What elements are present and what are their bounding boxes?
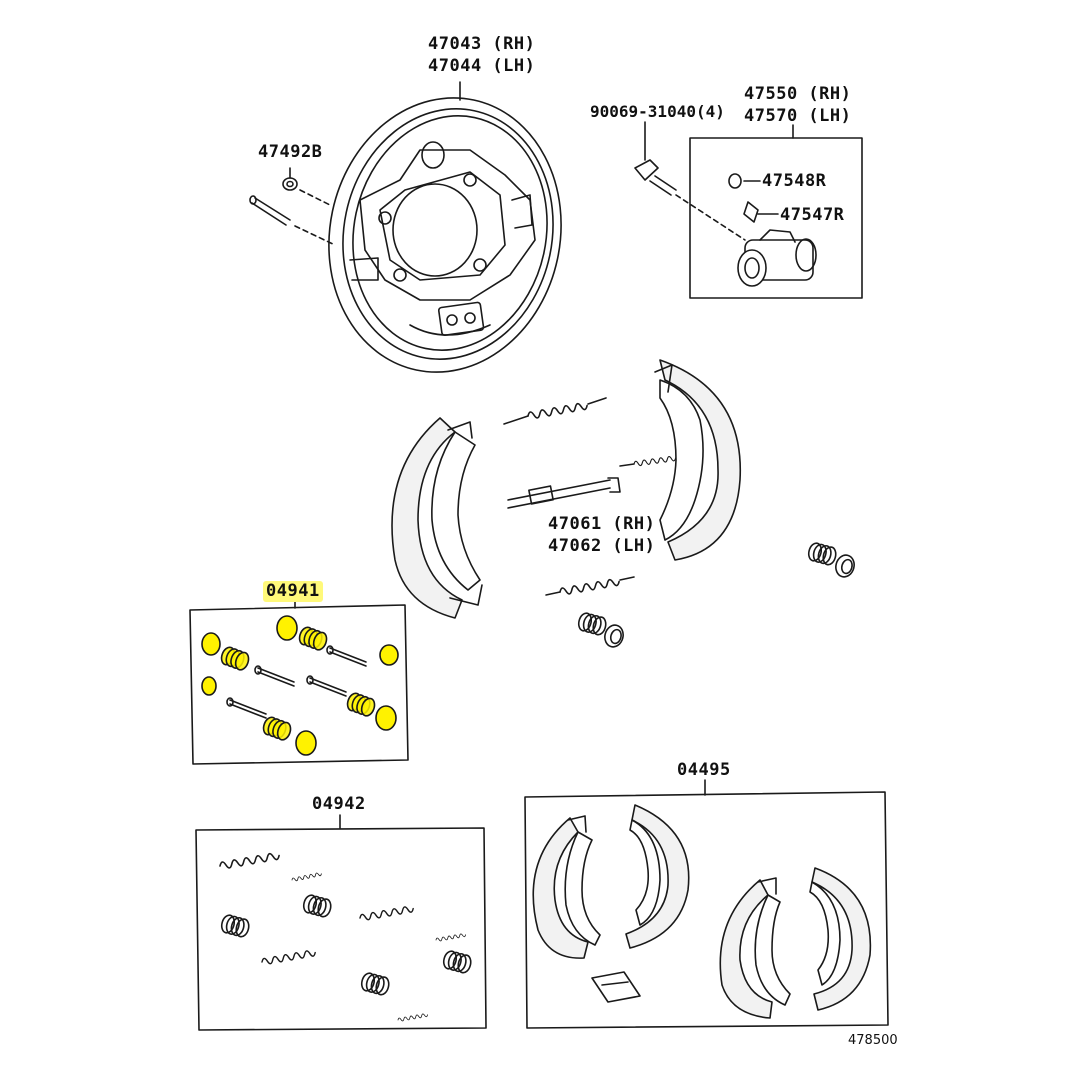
adjuster-rh-label: 47061 (RH) [548,514,656,534]
upper-return-spring [503,397,607,425]
shoe-kit-label: 04495 [677,760,731,780]
hardware-kit-box [189,599,409,765]
lower-return-spring [545,576,635,597]
backing-plate-rh-label: 47043 (RH) [428,34,536,54]
hardware-kit-label: 04941 [263,581,323,602]
diagram-code-label: 478500 [848,1033,898,1048]
hold-down-spring-right [806,540,858,580]
brake-shoe-right [654,359,742,561]
shoe-kit-box [524,779,889,1029]
backing-plate-lh-label: 47044 (LH) [428,56,536,76]
pin-part-label: 47492B [258,142,323,162]
spring-kit-box [195,814,487,1031]
adjuster-strut [507,477,621,509]
bleeder-part-label: 47547R [780,205,845,225]
hold-down-pin [249,167,336,246]
mounting-bolt [634,121,746,241]
cap-part-label: 47548R [762,171,827,191]
wheel-cylinder-group [689,124,863,299]
hold-down-spring-center [576,610,627,650]
adjuster-lh-label: 47062 (LH) [548,536,656,556]
backing-plate [328,81,562,373]
bolt-part-label: 90069-31040(4) [590,102,725,121]
brake-shoe-left [391,417,483,619]
cylinder-rh-label: 47550 (RH) [744,84,852,104]
adjuster-spring [619,455,677,467]
cylinder-lh-label: 47570 (LH) [744,106,852,126]
spring-kit-label: 04942 [312,794,366,814]
